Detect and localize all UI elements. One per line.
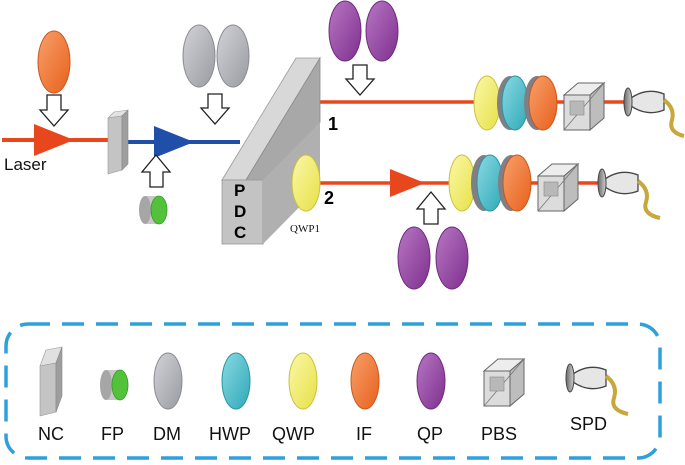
legend-label-spd: SPD xyxy=(570,414,607,434)
legend-box xyxy=(4,322,662,460)
pdc-label-c: C xyxy=(234,223,246,242)
legend-nc-icon xyxy=(39,346,63,417)
path2-pbs-icon xyxy=(536,162,580,213)
legend-qp-icon xyxy=(416,352,446,410)
legend-label-dm: DM xyxy=(153,424,181,444)
qwp1-quarter-wave-plate-icon xyxy=(291,154,321,212)
legend-label-fp: FP xyxy=(101,424,124,444)
path1-spd-icon xyxy=(623,87,685,138)
path1-pbs-icon xyxy=(562,81,606,132)
up-arrow-icon xyxy=(140,153,172,188)
legend-fp-icon xyxy=(100,369,129,401)
legend-label-if: IF xyxy=(356,424,372,444)
legend-label-qwp: QWP xyxy=(272,424,315,444)
legend-label-hwp: HWP xyxy=(209,424,251,444)
down-arrow-icon xyxy=(344,64,376,96)
legend-qwp-icon xyxy=(288,352,318,410)
qwp1-label: QWP1 xyxy=(290,223,320,235)
legend-spd-icon xyxy=(565,363,629,416)
path1-waveplate-stack xyxy=(473,75,558,131)
path1-quarter-plates-icon xyxy=(328,0,399,62)
legend-dm-icon xyxy=(153,352,183,410)
legend-label-qp: QP xyxy=(417,424,443,444)
legend-pbs-icon xyxy=(482,357,526,408)
filter-plate-icon xyxy=(139,195,168,225)
dichroic-mirror-icon xyxy=(182,24,250,88)
path2-spd-icon xyxy=(597,168,661,220)
pdc-crystal-block xyxy=(221,56,321,246)
legend-label-pbs: PBS xyxy=(481,424,517,444)
path2-waveplate-stack xyxy=(448,154,532,212)
legend-if-icon xyxy=(350,352,380,410)
up-arrow-icon xyxy=(415,190,447,225)
input-interference-filter-icon xyxy=(37,30,71,94)
nonlinear-crystal-icon xyxy=(107,109,129,175)
pdc-label-p: P xyxy=(234,181,245,200)
path-1-label: 1 xyxy=(328,114,338,134)
laser-label: Laser xyxy=(4,155,47,174)
down-arrow-icon xyxy=(199,93,231,125)
legend-hwp-icon xyxy=(221,352,251,410)
pdc-label-d: D xyxy=(234,202,246,221)
path-2-label: 2 xyxy=(324,188,334,208)
path2-quarter-plates-icon xyxy=(397,226,469,290)
down-arrow-icon xyxy=(38,94,70,127)
legend-label-nc: NC xyxy=(38,424,64,444)
